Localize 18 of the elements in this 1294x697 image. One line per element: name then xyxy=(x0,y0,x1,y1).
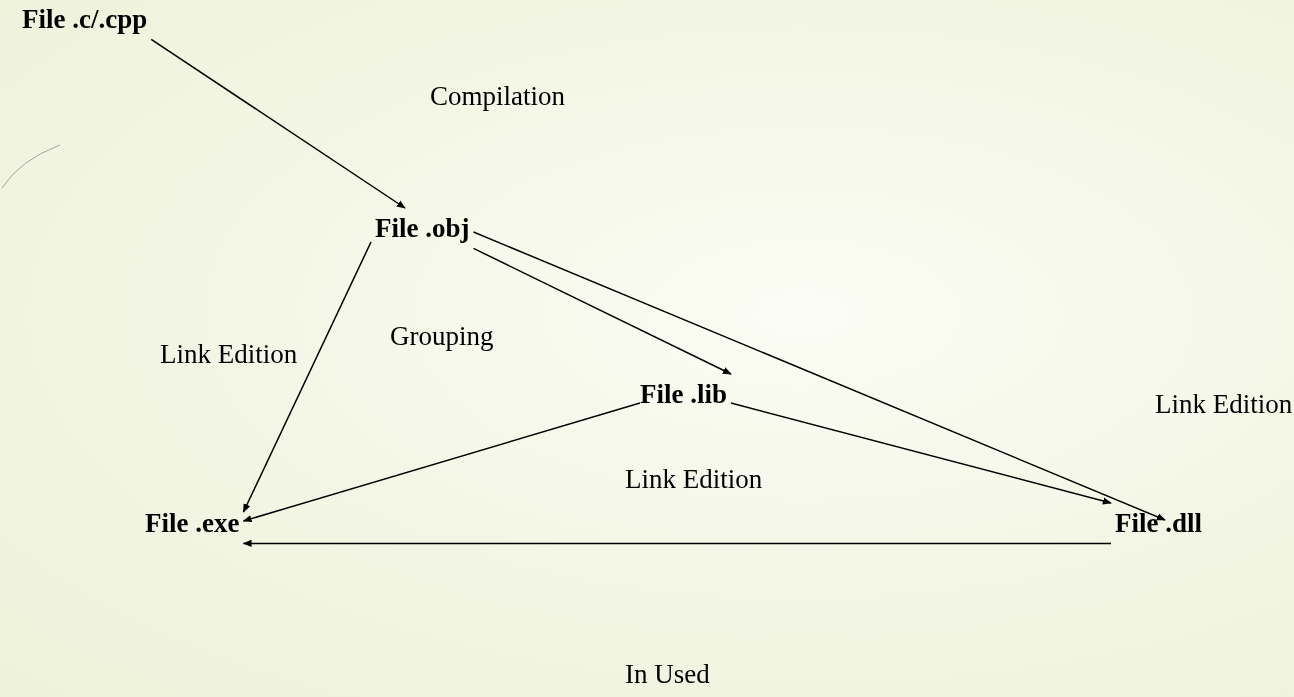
arrow xyxy=(150,38,406,209)
file-label: File .lib xyxy=(640,378,727,411)
arrow xyxy=(472,247,732,375)
arrow xyxy=(242,241,372,513)
file-label: File .exe xyxy=(145,507,240,540)
edge-label: Compilation xyxy=(430,80,565,113)
edge-label: Link Edition xyxy=(625,463,763,496)
arrow xyxy=(242,402,641,523)
note-text: In Used xyxy=(625,658,710,691)
file-label: File .obj xyxy=(375,212,470,245)
edge-label: Link Edition xyxy=(160,338,298,371)
edge-label: Link Edition xyxy=(1155,388,1293,421)
edge-label: Grouping xyxy=(390,320,494,353)
arrow xyxy=(472,231,1166,521)
arrow xyxy=(242,539,1112,547)
arrow xyxy=(730,402,1112,505)
file-label: File .dll xyxy=(1115,507,1202,540)
file-label: File .c/.cpp xyxy=(22,3,148,36)
